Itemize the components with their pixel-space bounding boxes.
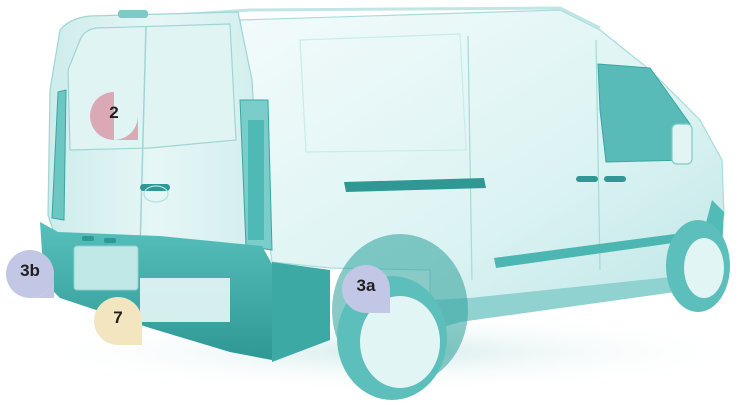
right-tail-light-lens	[248, 120, 264, 240]
marker-7-label: 7	[92, 295, 144, 341]
rear-door-handle	[140, 184, 170, 191]
roof-brake-light	[118, 10, 148, 18]
sliding-door-handle	[576, 176, 598, 182]
bumper-lamp-left	[82, 236, 94, 241]
side-mirror	[672, 124, 692, 164]
front-door-handle	[604, 176, 626, 182]
marker-2-label: 2	[88, 90, 140, 136]
licence-plate-lower	[140, 278, 230, 322]
marker-3a: 3a	[340, 263, 392, 311]
marker-2: 2	[88, 90, 140, 138]
bumper-lamp-right	[104, 238, 116, 243]
marker-3b: 3b	[4, 248, 56, 296]
marker-3b-label: 3b	[4, 248, 56, 294]
marker-3a-label: 3a	[340, 263, 392, 309]
marker-7: 7	[92, 295, 144, 343]
licence-plate-area	[74, 246, 138, 290]
front-wheel-rim	[684, 238, 724, 298]
